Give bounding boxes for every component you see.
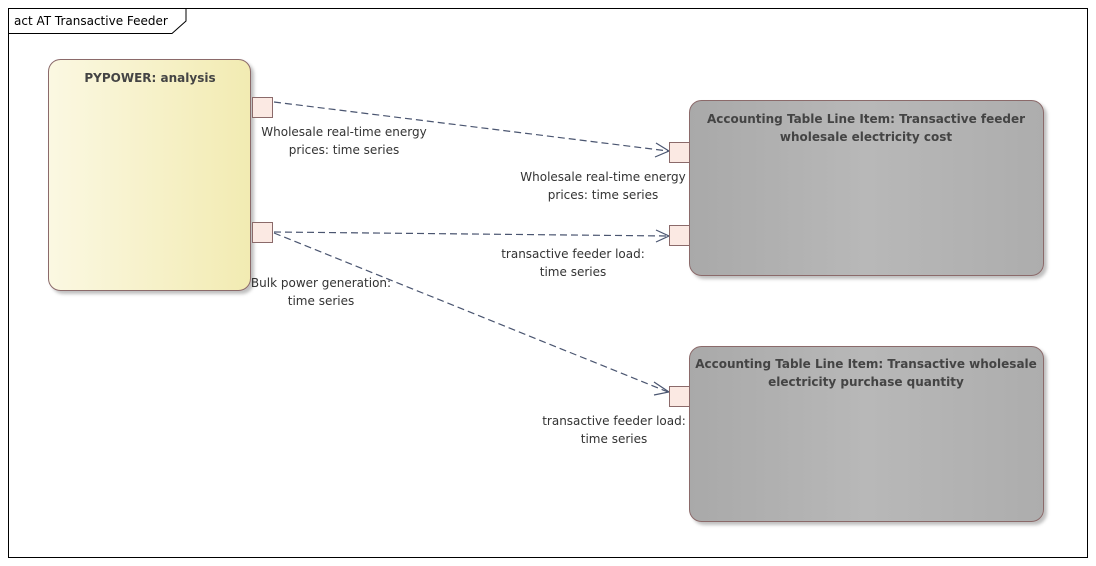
node-purchase-quantity[interactable]: Accounting Table Line Item: Transactive … bbox=[689, 346, 1044, 522]
feeder-cost-title-line2: wholesale electricity cost bbox=[780, 130, 953, 144]
purchase-quantity-title-line1: Accounting Table Line Item: Transactive … bbox=[695, 357, 1037, 371]
pin-load-in-quantity-label-line1: transactive feeder load: bbox=[542, 414, 686, 428]
frame-title-tab bbox=[8, 8, 187, 34]
edges bbox=[273, 101, 669, 393]
pin-prices-out[interactable] bbox=[252, 97, 273, 118]
pins bbox=[252, 97, 690, 407]
frame-title: act AT Transactive Feeder bbox=[14, 14, 168, 28]
purchase-quantity-title-line2: electricity purchase quantity bbox=[768, 375, 964, 389]
pin-load-in-quantity[interactable] bbox=[669, 386, 690, 407]
pin-prices-in-label-line1: Wholesale real-time energy bbox=[520, 170, 685, 184]
pin-load-in-cost[interactable] bbox=[669, 225, 690, 246]
pin-generation-out[interactable] bbox=[252, 222, 273, 243]
edge-prices bbox=[273, 101, 669, 152]
pin-prices-in-label-line2: prices: time series bbox=[548, 188, 658, 202]
pin-prices-out-label-line1: Wholesale real-time energy bbox=[261, 125, 426, 139]
pin-prices-in[interactable] bbox=[669, 142, 690, 163]
pin-prices-out-label-line2: prices: time series bbox=[289, 143, 399, 157]
pin-generation-out-label-line1: Bulk power generation: bbox=[251, 276, 391, 290]
pin-load-in-cost-label-line2: time series bbox=[540, 265, 606, 279]
feeder-cost-title-line1: Accounting Table Line Item: Transactive … bbox=[707, 112, 1025, 126]
pin-load-in-quantity-label-line2: time series bbox=[581, 432, 647, 446]
edge-generation bbox=[273, 232, 669, 393]
diagram-frame bbox=[8, 8, 1088, 558]
pypower-title: PYPOWER: analysis bbox=[84, 71, 215, 85]
node-pypower[interactable]: PYPOWER: analysis bbox=[48, 59, 251, 291]
edge-load bbox=[273, 231, 669, 237]
pin-load-in-cost-label-line1: transactive feeder load: bbox=[501, 247, 645, 261]
arrowhead-generation bbox=[653, 381, 671, 396]
node-feeder-cost[interactable]: Accounting Table Line Item: Transactive … bbox=[689, 100, 1044, 276]
pin-generation-out-label-line2: time series bbox=[288, 294, 354, 308]
